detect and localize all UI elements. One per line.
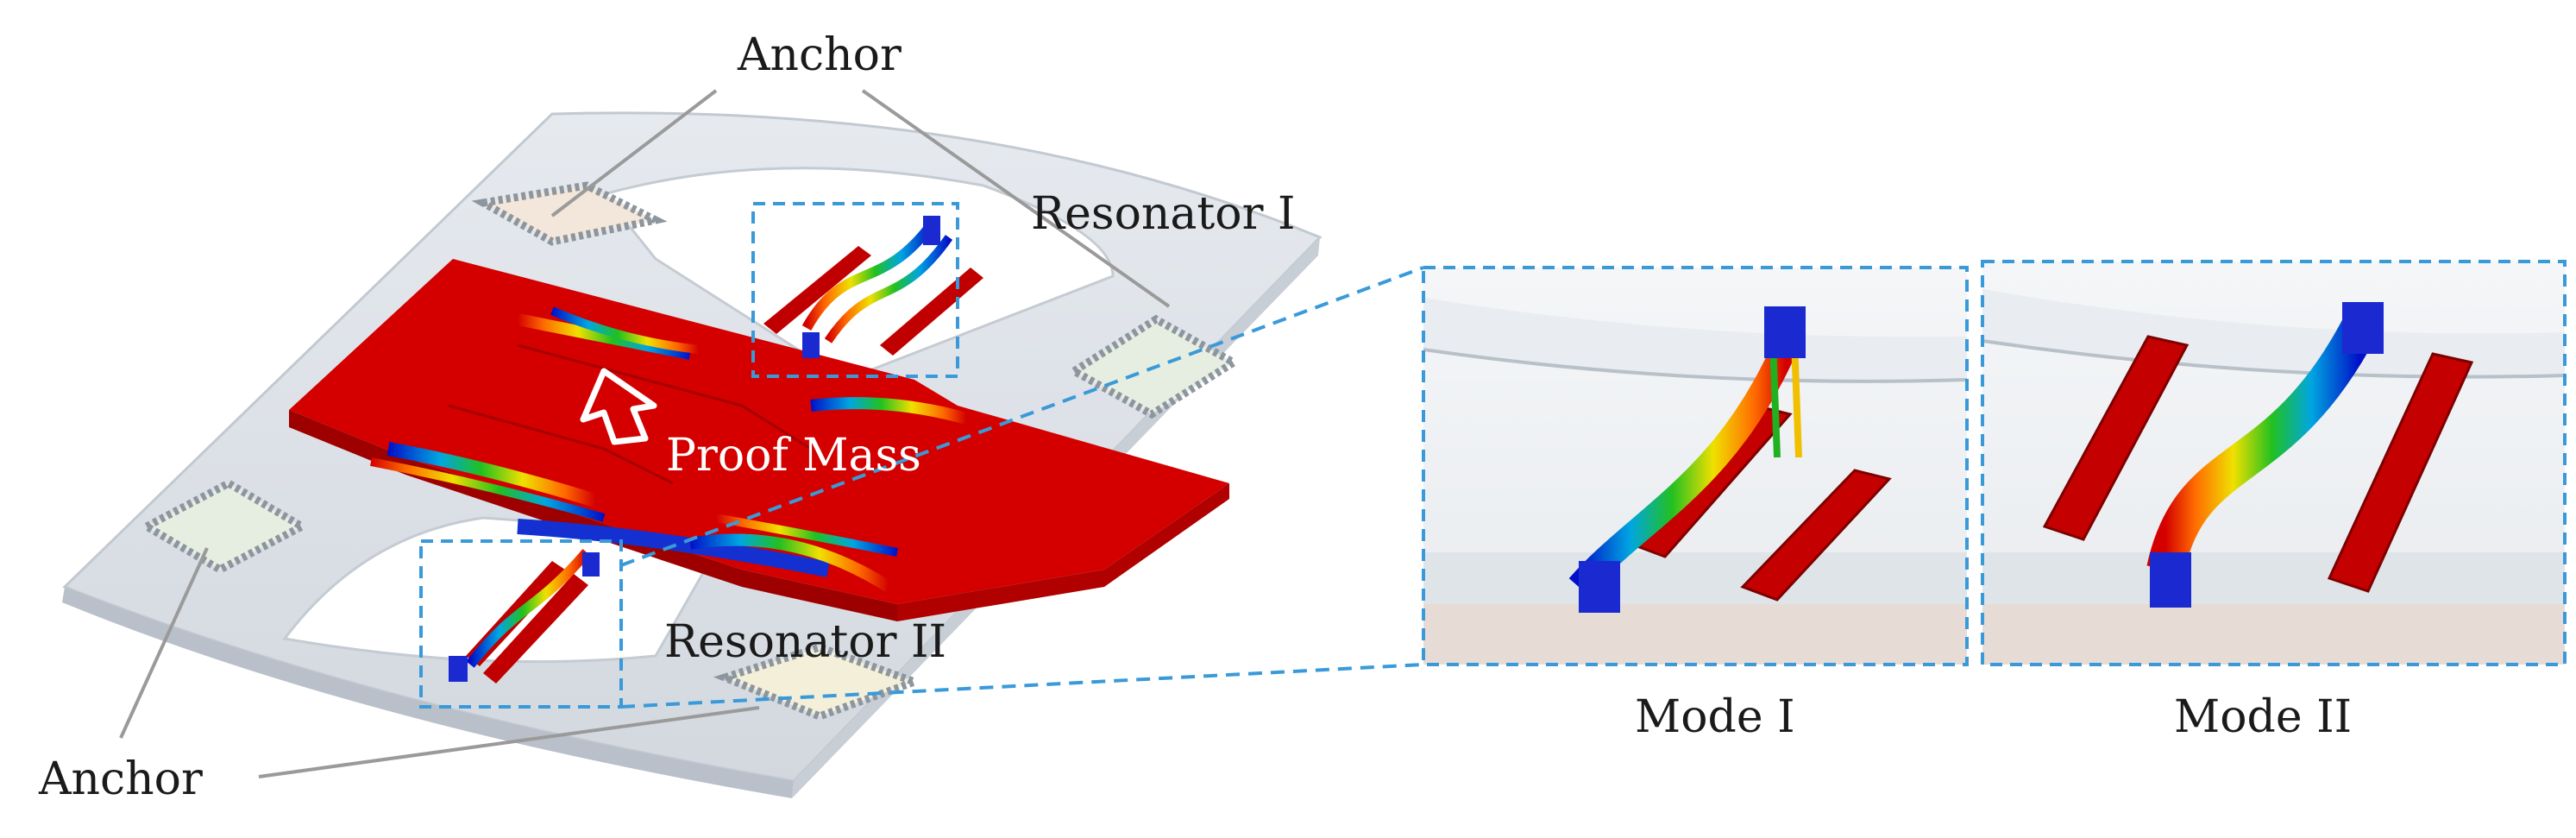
resonator-1-label: Resonator I bbox=[1031, 188, 1296, 240]
resonator-2-label: Resonator II bbox=[664, 616, 947, 668]
resonator-2-highlight-box bbox=[419, 539, 623, 709]
anchor-bottom bbox=[713, 643, 927, 721]
anchor-bottom-label: Anchor bbox=[39, 753, 203, 805]
proof-mass bbox=[289, 259, 1229, 621]
resonator-1 bbox=[763, 216, 983, 358]
resonator-1-highlight-box bbox=[751, 202, 959, 378]
mode-1-frame bbox=[1422, 266, 1969, 666]
mode-2-label: Mode II bbox=[2174, 691, 2353, 743]
anchor-top-left bbox=[471, 181, 668, 246]
mode-1-label: Mode I bbox=[1635, 691, 1795, 743]
anchor-top-label: Anchor bbox=[738, 29, 902, 81]
up-hollow-arrow-icon bbox=[580, 368, 657, 445]
zoom-line-top bbox=[620, 266, 1424, 567]
resonator-2 bbox=[449, 549, 600, 684]
mode-2-frame bbox=[1981, 260, 2567, 666]
mode-2-panel bbox=[1982, 261, 2566, 665]
proof-mass-label: Proof Mass bbox=[666, 430, 921, 482]
mode-1-panel bbox=[1423, 268, 1968, 665]
anchor-left bbox=[138, 478, 311, 575]
anchor-leader-lines bbox=[119, 89, 1171, 778]
coupling-beams bbox=[370, 306, 968, 592]
